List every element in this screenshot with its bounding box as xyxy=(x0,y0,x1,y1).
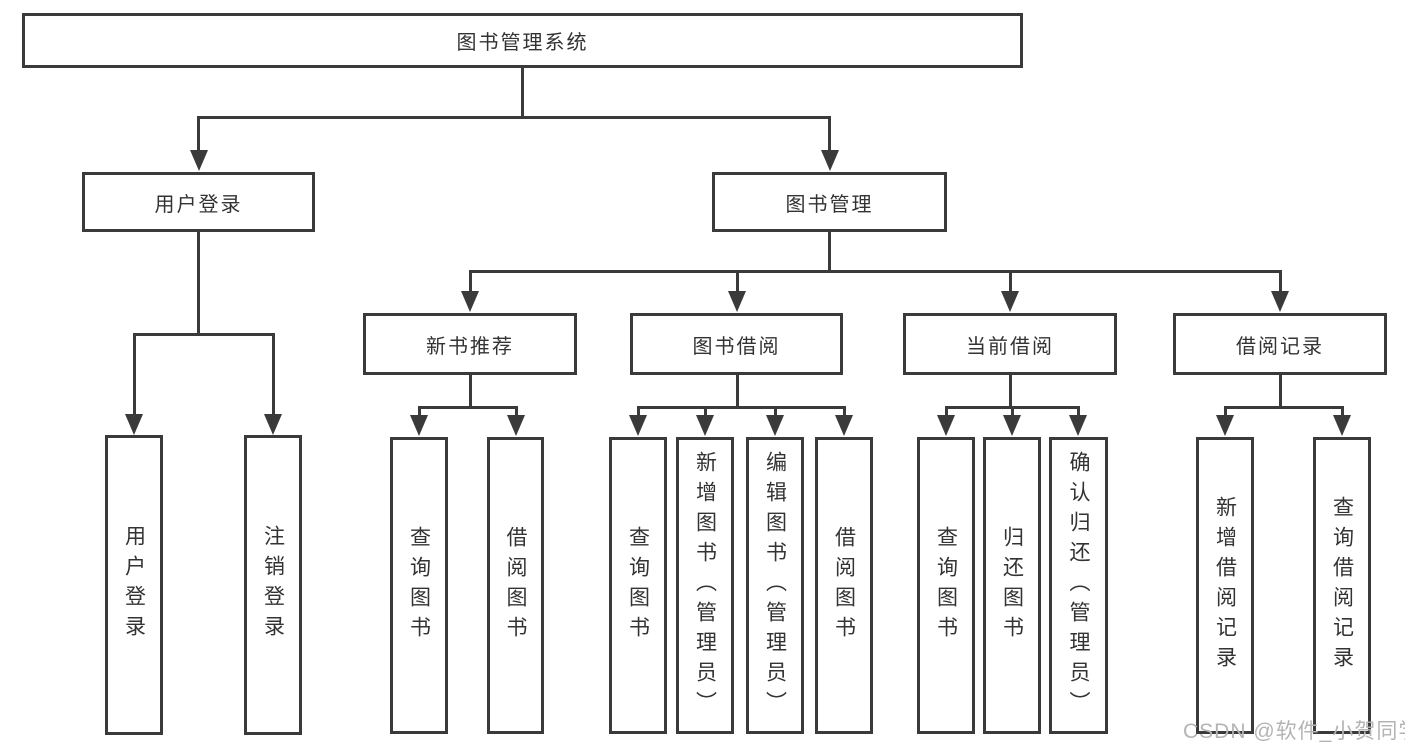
connector-current-borrow-stem xyxy=(1009,375,1012,408)
connector-book-management-stem xyxy=(828,232,831,272)
leaf-confirm-return-admin: 确认归还（管理员） xyxy=(1049,437,1108,734)
arrow-down-icon xyxy=(1001,291,1019,312)
arrow-down-icon xyxy=(835,415,853,436)
leaf-query-borrow-record: 查询借阅记录 xyxy=(1313,437,1371,734)
leaf-current-query-books: 查询图书 xyxy=(917,437,975,734)
arrow-down-icon xyxy=(728,291,746,312)
connector-user-login-branch xyxy=(133,333,275,336)
arrow-down-icon xyxy=(629,415,647,436)
connector-to-user-login xyxy=(197,116,200,152)
connector-borrow-records-stem xyxy=(1279,375,1282,408)
connector-leaf xyxy=(843,406,846,418)
connector-to-book-borrow xyxy=(736,270,739,293)
leaf-borrow-books: 借阅图书 xyxy=(815,437,873,734)
arrow-down-icon xyxy=(264,414,282,435)
node-user-login: 用户登录 xyxy=(82,172,315,232)
arrow-down-icon xyxy=(1216,415,1234,436)
connector-leaf xyxy=(1077,406,1080,418)
leaf-user-login: 用户登录 xyxy=(105,435,163,735)
connector-leaf xyxy=(704,406,707,418)
connector-recommend-branch xyxy=(418,406,518,409)
leaf-recommend-query-books: 查询图书 xyxy=(390,437,448,734)
arrow-down-icon xyxy=(937,415,955,436)
connector-book-borrow-stem xyxy=(736,375,739,408)
arrow-down-icon xyxy=(766,415,784,436)
connector-to-leaf-user-login xyxy=(133,333,136,416)
arrow-down-icon xyxy=(1333,415,1351,436)
leaf-add-borrow-record: 新增借阅记录 xyxy=(1196,437,1254,734)
node-book-management: 图书管理 xyxy=(712,172,947,232)
arrow-down-icon xyxy=(125,414,143,435)
arrow-down-icon xyxy=(1003,415,1021,436)
csdn-watermark: CSDN @软件_小贺同学 xyxy=(1183,720,1405,743)
leaf-edit-books-admin: 编辑图书（管理员） xyxy=(746,437,804,734)
node-book-borrow: 图书借阅 xyxy=(630,313,843,375)
connector-to-leaf-logout xyxy=(272,333,275,416)
connector-leaf xyxy=(418,406,421,418)
connector-level1-branch xyxy=(197,116,831,119)
connector-book-borrow-branch xyxy=(637,406,846,409)
leaf-recommend-borrow-books: 借阅图书 xyxy=(487,437,544,734)
node-current-borrow: 当前借阅 xyxy=(903,313,1117,375)
connector-to-book-management xyxy=(828,116,831,152)
connector-leaf xyxy=(1224,406,1227,418)
connector-leaf xyxy=(637,406,640,418)
connector-leaf xyxy=(945,406,948,418)
leaf-return-books: 归还图书 xyxy=(983,437,1041,734)
leaf-borrow-query-books: 查询图书 xyxy=(609,437,667,734)
connector-leaf xyxy=(515,406,518,418)
arrow-down-icon xyxy=(696,415,714,436)
arrow-down-icon xyxy=(461,291,479,312)
leaf-add-books-admin: 新增图书（管理员） xyxy=(676,437,734,734)
arrow-down-icon xyxy=(507,415,525,436)
connector-leaf xyxy=(1341,406,1344,418)
connector-to-borrow-records xyxy=(1279,270,1282,293)
connector-root-stem xyxy=(521,68,524,118)
connector-user-login-stem xyxy=(197,232,200,335)
node-borrow-records: 借阅记录 xyxy=(1173,313,1387,375)
node-library-system: 图书管理系统 xyxy=(22,13,1023,68)
arrow-down-icon xyxy=(190,150,208,171)
arrow-down-icon xyxy=(1069,415,1087,436)
connector-leaf xyxy=(774,406,777,418)
connector-to-new-book-recommend xyxy=(469,270,472,293)
connector-leaf xyxy=(1011,406,1014,418)
connector-to-current-borrow xyxy=(1009,270,1012,293)
arrow-down-icon xyxy=(1271,291,1289,312)
connector-borrow-records-branch xyxy=(1224,406,1344,409)
connector-level3-branch xyxy=(469,270,1282,273)
node-new-book-recommend: 新书推荐 xyxy=(363,313,577,375)
arrow-down-icon xyxy=(821,150,839,171)
leaf-logout: 注销登录 xyxy=(244,435,302,735)
connector-recommend-stem xyxy=(469,375,472,408)
arrow-down-icon xyxy=(410,415,428,436)
